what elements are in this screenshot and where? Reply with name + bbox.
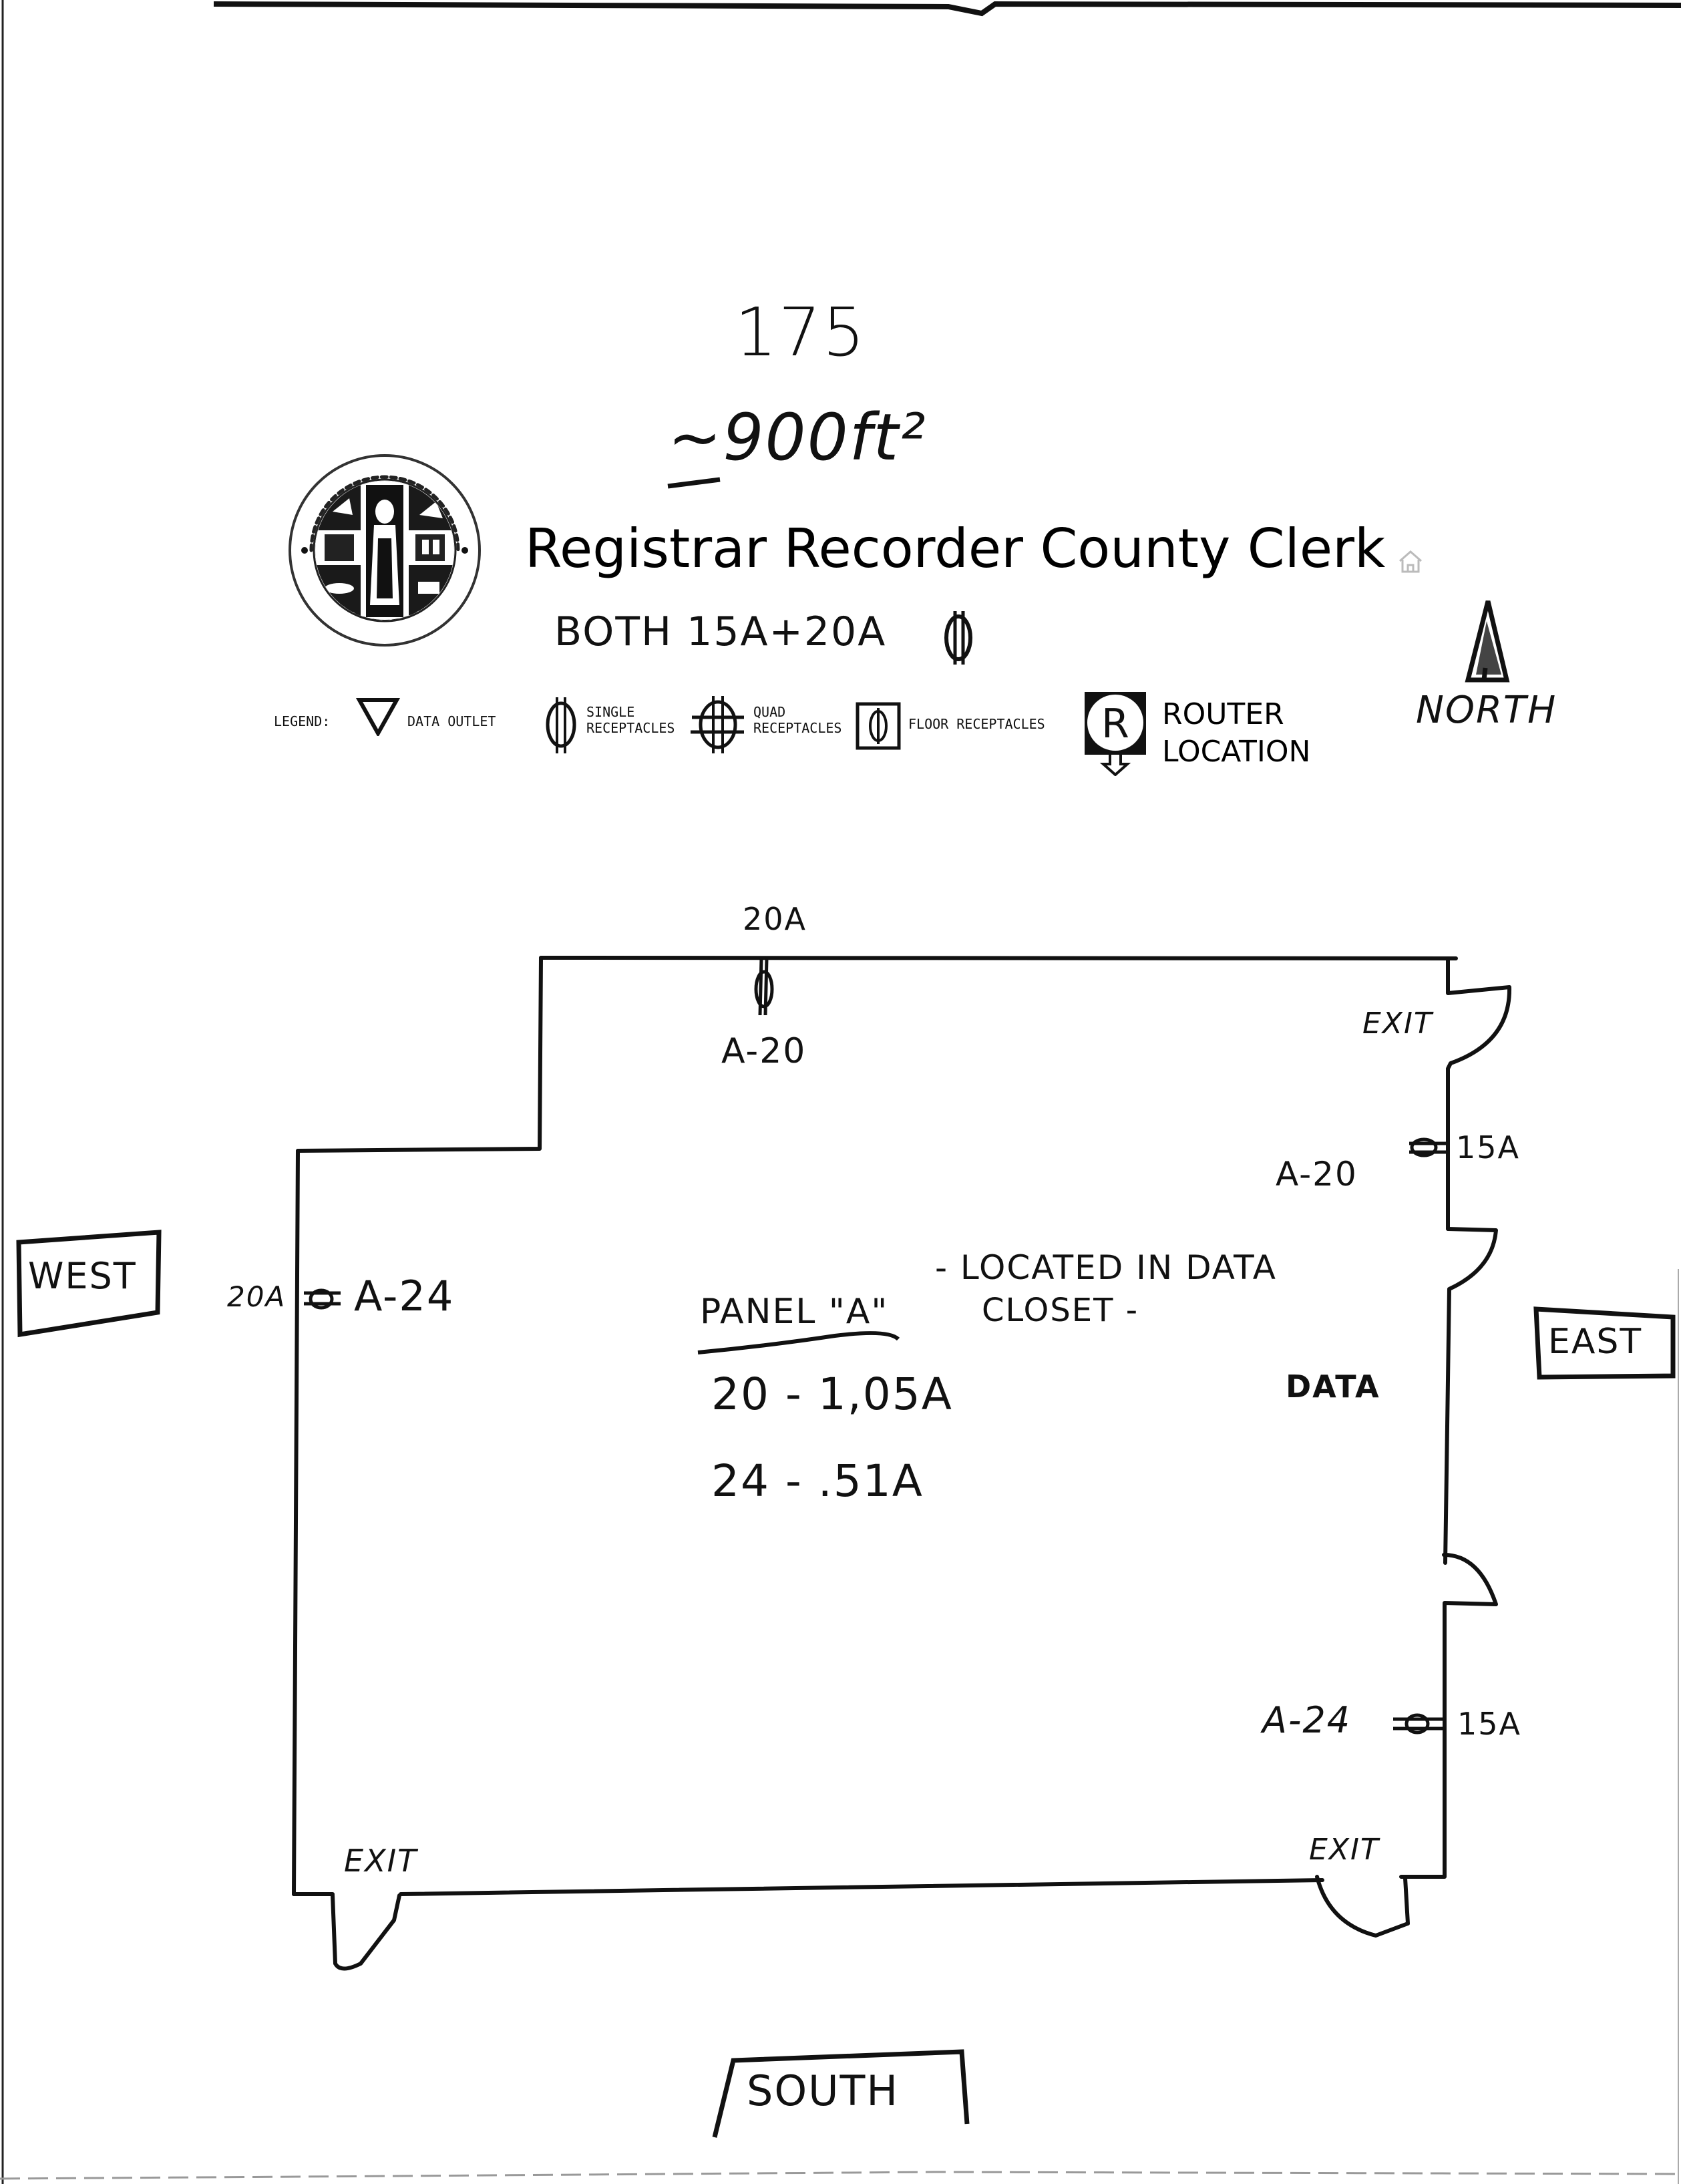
west-receptacle-rating: 20A <box>227 1280 287 1313</box>
panel-note-location-line1: - LOCATED IN DATA <box>935 1248 1277 1287</box>
router-glyph: R <box>1101 701 1129 747</box>
legend-single-line2: RECEPTACLES <box>586 720 675 736</box>
southeast-exit-label: EXIT <box>1309 1833 1380 1867</box>
single-receptacle-icon <box>546 697 576 753</box>
east-label: EAST <box>1548 1322 1643 1362</box>
legend-quad-line1: QUAD <box>753 704 786 720</box>
panel-note-location-line2: CLOSET - <box>982 1292 1139 1329</box>
legend-floor-receptacles-label: FLOOR RECEPTACLES <box>908 716 1045 732</box>
panel-note-title: PANEL "A" <box>700 1292 889 1332</box>
area-note: ~900ft² <box>668 400 927 475</box>
north-label: NORTH <box>1416 689 1557 732</box>
east-lower-receptacle-circuit: A-24 <box>1262 1699 1352 1741</box>
legend: LEGEND: DATA OUTLET SINGLE RECEPTACLES Q… <box>274 692 1409 788</box>
quad-receptacle-icon <box>691 696 744 753</box>
data-closet-door-label: DATA <box>1286 1369 1380 1405</box>
east-lower-receptacle-rating: 15A <box>1457 1706 1522 1742</box>
county-seal-logo <box>286 451 484 649</box>
legend-quad-receptacles-label: QUAD RECEPTACLES <box>753 704 842 736</box>
north-receptacle-rating: 20A <box>743 901 807 937</box>
north-receptacle-circuit: A-20 <box>721 1031 807 1071</box>
bottom-scan-edge <box>0 2171 1681 2180</box>
receptacle-note-text: BOTH 15A+20A <box>554 608 887 655</box>
legend-router-line2: LOCATION <box>1162 735 1311 769</box>
organization-title: Registrar Recorder County Clerk <box>525 518 1386 580</box>
legend-quad-line2: RECEPTACLES <box>753 720 842 736</box>
top-scan-edge <box>213 1 1681 17</box>
panel-load-circuit-24: 24 - .51A <box>711 1455 924 1507</box>
northeast-exit-label: EXIT <box>1362 1007 1433 1041</box>
west-receptacle-circuit: A-24 <box>354 1272 455 1320</box>
east-upper-receptacle-circuit: A-20 <box>1276 1155 1358 1194</box>
east-upper-receptacle-rating: 15A <box>1456 1129 1521 1165</box>
panel-load-circuit-20: 20 - 1,05A <box>711 1369 953 1420</box>
data-outlet-triangle-icon <box>355 698 401 736</box>
floor-receptacle-icon <box>856 702 901 750</box>
south-label: SOUTH <box>747 2066 900 2115</box>
router-location-icon: R <box>1082 689 1151 777</box>
legend-data-outlet-label: DATA OUTLET <box>407 713 496 729</box>
receptacle-note: BOTH 15A+20A <box>554 609 886 655</box>
southwest-exit-label: EXIT <box>344 1843 418 1879</box>
legend-title: LEGEND: <box>274 713 331 729</box>
page-number: 175 <box>735 293 866 371</box>
legend-single-line1: SINGLE <box>586 704 635 720</box>
legend-router-line1: ROUTER <box>1162 697 1284 731</box>
home-icon <box>1396 546 1425 576</box>
legend-router-location-label: ROUTER LOCATION <box>1162 696 1310 771</box>
legend-single-receptacles-label: SINGLE RECEPTACLES <box>586 704 675 736</box>
west-label: WEST <box>28 1255 137 1297</box>
